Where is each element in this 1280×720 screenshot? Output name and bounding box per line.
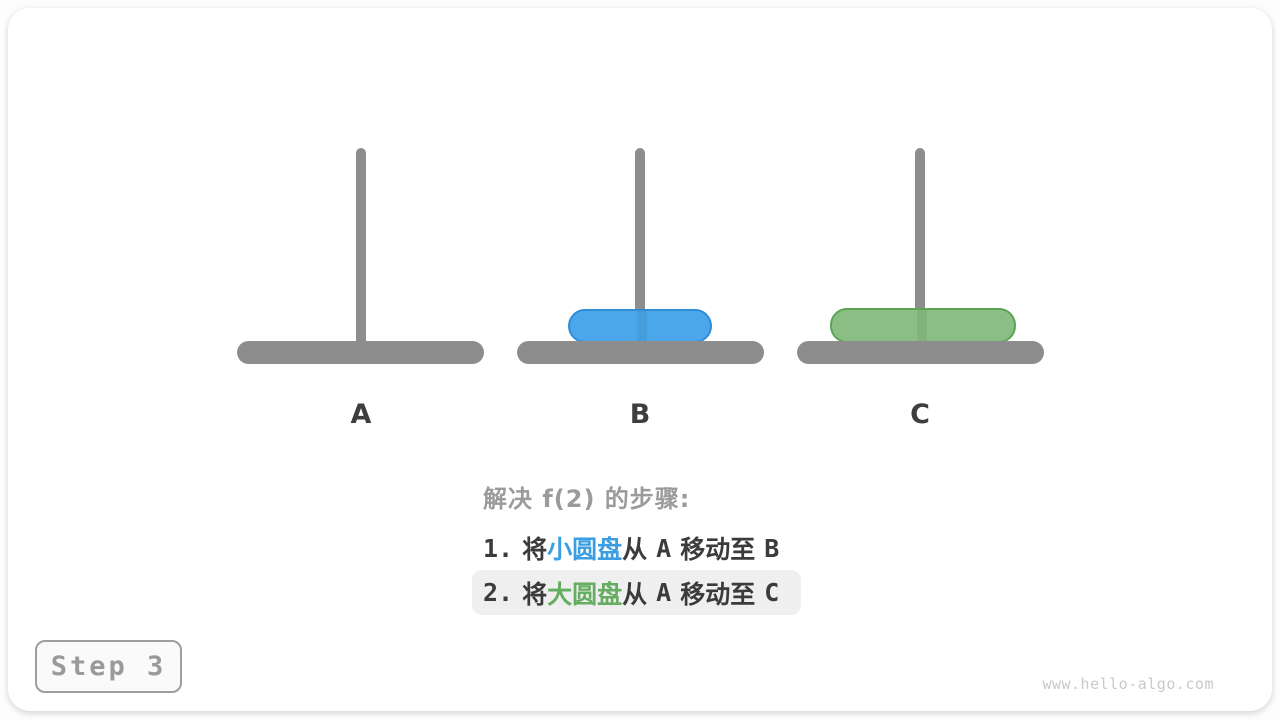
step-1-action-from: 从 xyxy=(622,535,648,564)
step-2-target-peg: C xyxy=(764,578,780,607)
step-1-action-prefix: 将 xyxy=(522,535,548,564)
peg-c-label: C xyxy=(910,399,930,430)
peg-a-base xyxy=(237,341,484,364)
peg-c-base xyxy=(797,341,1044,364)
peg-through-stripe xyxy=(917,310,927,341)
peg-a-label: A xyxy=(350,399,372,430)
step-2-action-prefix: 将 xyxy=(522,579,548,609)
step-1-disk-name: 小圆盘 xyxy=(547,535,623,564)
step-1-action-move: 移动至 xyxy=(680,535,756,564)
step-1-target-peg: B xyxy=(764,533,780,563)
step-1-number: 1. xyxy=(483,533,514,563)
step-2-action-move: 移动至 xyxy=(680,579,756,609)
step-2-disk-name: 大圆盘 xyxy=(547,579,623,609)
watermark: www.hello-algo.com xyxy=(1042,675,1214,693)
peg-c-pole xyxy=(915,148,925,354)
peg-b-pole xyxy=(635,148,645,354)
step-2-action-from: 从 xyxy=(622,579,648,609)
small-disk xyxy=(568,309,712,343)
peg-through-stripe xyxy=(637,311,647,341)
peg-a-pole xyxy=(356,148,366,354)
step-2-source-peg: A xyxy=(656,578,672,607)
step-2-number: 2. xyxy=(483,578,514,607)
steps-heading: 解决 f(2) 的步骤: xyxy=(483,485,691,513)
step-1-source-peg: A xyxy=(656,533,672,563)
peg-b-label: B xyxy=(629,399,651,430)
peg-b-base xyxy=(517,341,764,364)
step-badge: Step 3 xyxy=(35,640,182,693)
large-disk xyxy=(830,308,1016,343)
